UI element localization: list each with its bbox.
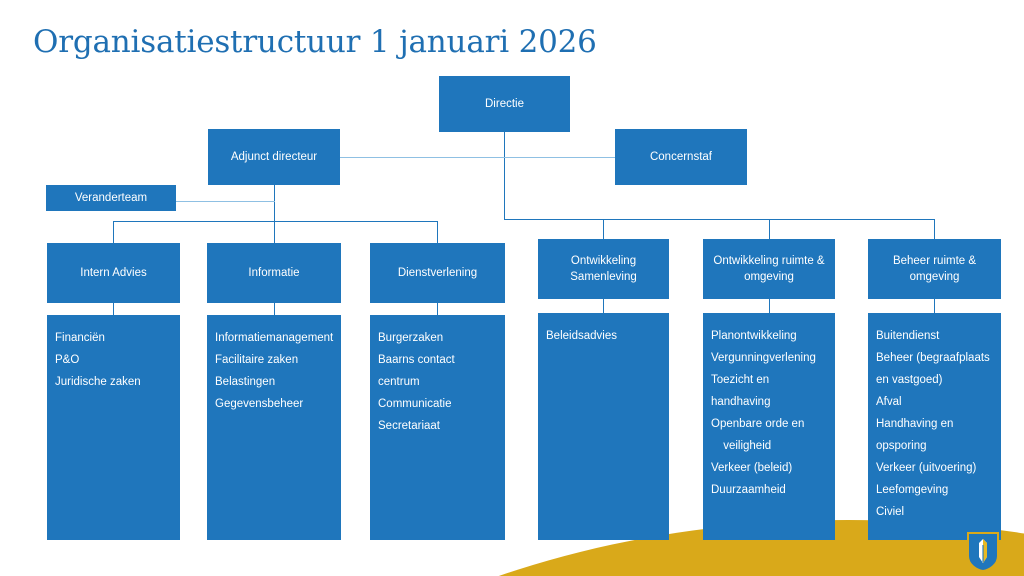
connector-drop-ontwikkeling-samenleving <box>603 219 604 247</box>
connector-drop-intern-advies <box>113 221 114 251</box>
list-item: en vastgoed) <box>876 374 943 386</box>
list-item: Gegevensbeheer <box>215 398 304 410</box>
dept-header-beheer-ruimte-omgeving[interactable]: Beheer ruimte & omgeving <box>868 239 1001 299</box>
connector-drop-beheer-ruimte <box>934 219 935 247</box>
node-directie[interactable]: Directie <box>439 76 570 132</box>
list-item: opsporing <box>876 440 927 452</box>
node-veranderteam-label: Veranderteam <box>74 192 148 204</box>
list-item: Openbare orde en <box>711 418 805 430</box>
connector-drop-dienstverlening <box>437 221 438 251</box>
list-item: Afval <box>876 396 902 408</box>
dept-panel-dienstverlening: Burgerzaken Baarns contact centrum Commu… <box>370 315 505 540</box>
dept-header-dienstverlening-label: Dienstverlening <box>397 267 478 279</box>
list-item: Buitendienst <box>876 330 940 342</box>
dept-header-intern-advies-label: Intern Advies <box>80 267 147 279</box>
page-title: Organisatiestructuur 1 januari 2026 <box>33 24 597 60</box>
coat-of-arms-icon <box>967 532 999 572</box>
connector-drop-ontwikkeling-ruimte <box>769 219 770 247</box>
list-item: Baarns contact <box>378 354 455 366</box>
dept-panel-intern-advies: Financiën P&O Juridische zaken <box>47 315 180 540</box>
connector-stem-ontwikkeling-samenleving <box>603 299 604 313</box>
list-item: P&O <box>55 354 80 366</box>
connector-directie-stem <box>504 131 505 220</box>
node-veranderteam[interactable]: Veranderteam <box>46 185 176 211</box>
list-item: Verkeer (beleid) <box>711 462 793 474</box>
list-item: Secretariaat <box>378 420 441 432</box>
connector-stem-informatie <box>274 303 275 315</box>
dept-header-ontwikkeling-samenleving[interactable]: Ontwikkeling Samenleving <box>538 239 669 299</box>
list-item: Juridische zaken <box>55 376 141 388</box>
dept-header-informatie[interactable]: Informatie <box>207 243 341 303</box>
dept-panel-beheer-ruimte-omgeving: Buitendienst Beheer (begraafplaats en va… <box>868 313 1001 540</box>
list-item: Beheer (begraafplaats <box>876 352 990 364</box>
dept-panel-ontwikkeling-ruimte-omgeving: Planontwikkeling Vergunningverlening Toe… <box>703 313 835 540</box>
list-item: Verkeer (uitvoering) <box>876 462 977 474</box>
list-item: Civiel <box>876 506 905 518</box>
list-item: Leefomgeving <box>876 484 949 496</box>
connector-stem-intern-advies <box>113 303 114 315</box>
list-item: handhaving <box>711 396 771 408</box>
connector-adjunct-to-concernstaf <box>340 157 616 158</box>
dept-header-ontwikkeling-ruimte-omgeving-label: Ontwikkeling ruimte & omgeving <box>713 255 825 283</box>
list-item: veiligheid <box>720 440 772 452</box>
list-item: Vergunningverlening <box>711 352 816 364</box>
node-adjunct-directeur-label: Adjunct directeur <box>230 151 318 163</box>
connector-adjunct-stem <box>274 185 275 251</box>
list-item: Informatiemanagement <box>215 332 334 344</box>
connector-stem-dienstverlening <box>437 303 438 315</box>
dept-panel-informatie: Informatiemanagement Facilitaire zaken B… <box>207 315 341 540</box>
list-item: Planontwikkeling <box>711 330 797 342</box>
list-item: Toezicht en <box>711 374 770 386</box>
dept-header-informatie-label: Informatie <box>248 267 300 279</box>
connector-drop-informatie <box>274 221 275 251</box>
list-item: Burgerzaken <box>378 332 444 344</box>
dept-header-intern-advies[interactable]: Intern Advies <box>47 243 180 303</box>
connector-left-bus <box>113 221 438 222</box>
node-concernstaf-label: Concernstaf <box>649 151 712 163</box>
list-item: Beleidsadvies <box>546 330 617 342</box>
node-concernstaf[interactable]: Concernstaf <box>615 129 747 185</box>
node-adjunct-directeur[interactable]: Adjunct directeur <box>208 129 340 185</box>
dept-header-dienstverlening[interactable]: Dienstverlening <box>370 243 505 303</box>
dept-header-ontwikkeling-samenleving-label: Ontwikkeling Samenleving <box>570 255 637 283</box>
list-item: Communicatie <box>378 398 452 410</box>
connector-stem-beheer-ruimte <box>934 299 935 313</box>
list-item: Financiën <box>55 332 105 344</box>
list-item: centrum <box>378 376 420 388</box>
connector-stem-ontwikkeling-ruimte <box>769 299 770 313</box>
dept-header-ontwikkeling-ruimte-omgeving[interactable]: Ontwikkeling ruimte & omgeving <box>703 239 835 299</box>
dept-header-beheer-ruimte-omgeving-label: Beheer ruimte & omgeving <box>892 255 977 283</box>
list-item: Facilitaire zaken <box>215 354 299 366</box>
list-item: Duurzaamheid <box>711 484 786 496</box>
list-item: Belastingen <box>215 376 276 388</box>
connector-veranderteam-link <box>175 201 275 202</box>
node-directie-label: Directie <box>485 98 524 110</box>
dept-panel-ontwikkeling-samenleving: Beleidsadvies <box>538 313 669 540</box>
connector-right-bus <box>504 219 935 220</box>
list-item: Handhaving en <box>876 418 954 430</box>
